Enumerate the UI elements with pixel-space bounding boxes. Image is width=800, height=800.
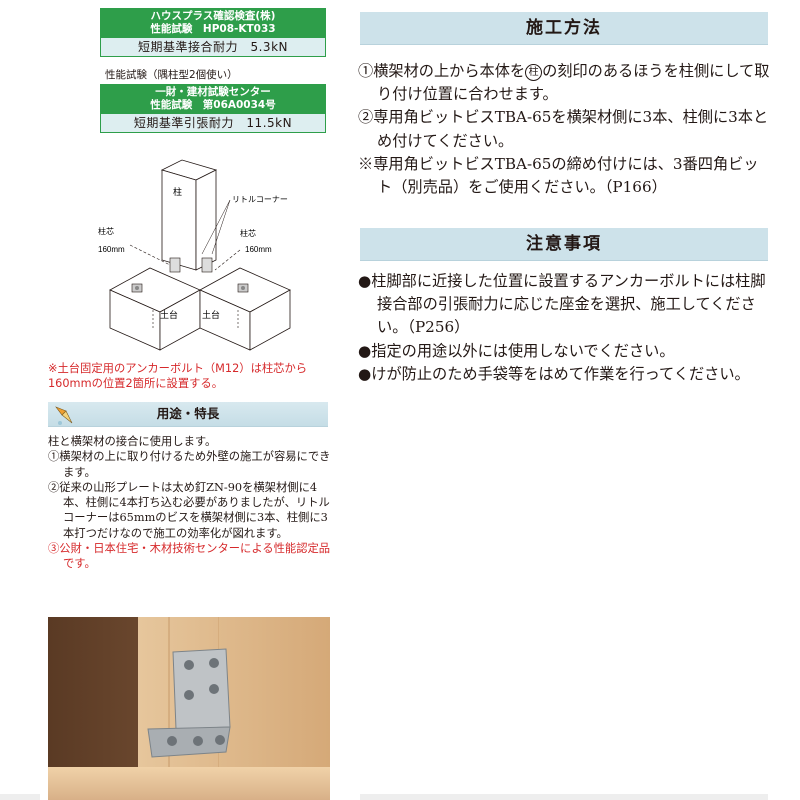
usage-item: ①横架材の上に取り付けるため外壁の施工が容易にできます。	[48, 450, 331, 479]
usage-header: 用途・特長	[48, 402, 328, 427]
diagram-dist-right: 160mm	[245, 245, 272, 254]
method-item: ②専用角ビットビスTBA-65を横架材側に3本、柱側に3本とめ付けてください。	[358, 108, 769, 150]
caution-header: 注意事項	[360, 228, 768, 261]
diagram-corner-label: リトルコーナー	[232, 195, 288, 204]
spec-test-id: 性能試験 第06A0034号	[150, 99, 276, 111]
pillar-stamp-mark: 柱	[525, 64, 543, 81]
spec-result: 短期基準接合耐力 5.3kN	[100, 38, 326, 57]
caution-item: ●けが防止のため手袋等をはめて作業を行ってください。	[358, 364, 750, 383]
product-photo	[48, 617, 330, 800]
diagram-dist-left: 160mm	[98, 245, 125, 254]
method-item-text: ①横架材の上から本体を	[358, 62, 526, 80]
spec2-caption: 性能試験（隅柱型2個使い）	[105, 69, 238, 81]
diagram-sill-left: 土台	[160, 309, 178, 320]
caution-title: 注意事項	[526, 234, 602, 254]
method-note: ※専用角ビットビスTBA-65の締め付けには、3番四角ビット（別売品）をご使用く…	[358, 154, 759, 197]
installation-diagram: 柱 リトルコーナー 柱芯 160mm 柱芯 160mm 土台 土台	[98, 159, 291, 351]
usage-title: 用途・特長	[156, 406, 220, 421]
usage-item-certified: ③公財・日本住宅・木材技術センターによる性能認定品です。	[48, 542, 331, 571]
usage-intro: 柱と横架材の接合に使用します。	[48, 435, 217, 448]
method-header: 施工方法	[360, 12, 768, 45]
spec-test-id: 性能試験 HP08-KT033	[150, 23, 276, 35]
spec-org: 一財・建材試験センター	[155, 86, 271, 98]
caution-item: ●柱脚部に近接した位置に設置するアンカーボルトには柱脚接合部の引張耐力に応じた座…	[358, 272, 766, 337]
usage-body: 柱と横架材の接合に使用します。 ①横架材の上に取り付けるため外壁の施工が容易にで…	[48, 434, 336, 572]
page-divider	[0, 794, 40, 800]
caution-item: ●指定の用途以外には使用しないでください。	[358, 341, 675, 360]
anchor-note: ※土台固定用のアンカーボルト（M12）は柱芯から160mmの位置2箇所に設置する…	[48, 362, 308, 390]
method-item: ①横架材の上から本体を柱の刻印のあるほうを柱側にして取り付け位置に合わせます。	[358, 60, 770, 106]
diagram-center-right: 柱芯	[240, 228, 256, 238]
spec-org: ハウスプラス確認検査(株)	[150, 10, 276, 22]
spec-box-housing-plus: ハウスプラス確認検査(株) 性能試験 HP08-KT033 短期基準接合耐力 5…	[100, 8, 326, 57]
usage-item: ②従来の山形プレートは太め釘ZN-90を横架材側に4本、柱側に4本打ち込む必要が…	[48, 480, 330, 540]
spec-box-building-test-center: 一財・建材試験センター 性能試験 第06A0034号 短期基準引張耐力 11.5…	[100, 84, 326, 133]
caution-body: ●柱脚部に近接した位置に設置するアンカーボルトには柱脚接合部の引張耐力に応じた座…	[358, 270, 770, 386]
method-title: 施工方法	[526, 18, 602, 38]
method-body: ①横架材の上から本体を柱の刻印のあるほうを柱側にして取り付け位置に合わせます。 …	[358, 60, 770, 199]
spec-header: 一財・建材試験センター 性能試験 第06A0034号	[100, 84, 326, 114]
diagram-sill-right: 土台	[202, 309, 220, 320]
diagram-pillar-label: 柱	[173, 186, 182, 197]
pencil-icon	[55, 406, 73, 425]
spec-header: ハウスプラス確認検査(株) 性能試験 HP08-KT033	[100, 8, 326, 38]
spec-result: 短期基準引張耐力 11.5kN	[100, 114, 326, 133]
diagram-center-left: 柱芯	[98, 226, 114, 236]
page-divider	[360, 794, 768, 800]
method-item-text: の刻印のあるほうを柱側にして取り付け位置に合わせます。	[377, 62, 770, 104]
